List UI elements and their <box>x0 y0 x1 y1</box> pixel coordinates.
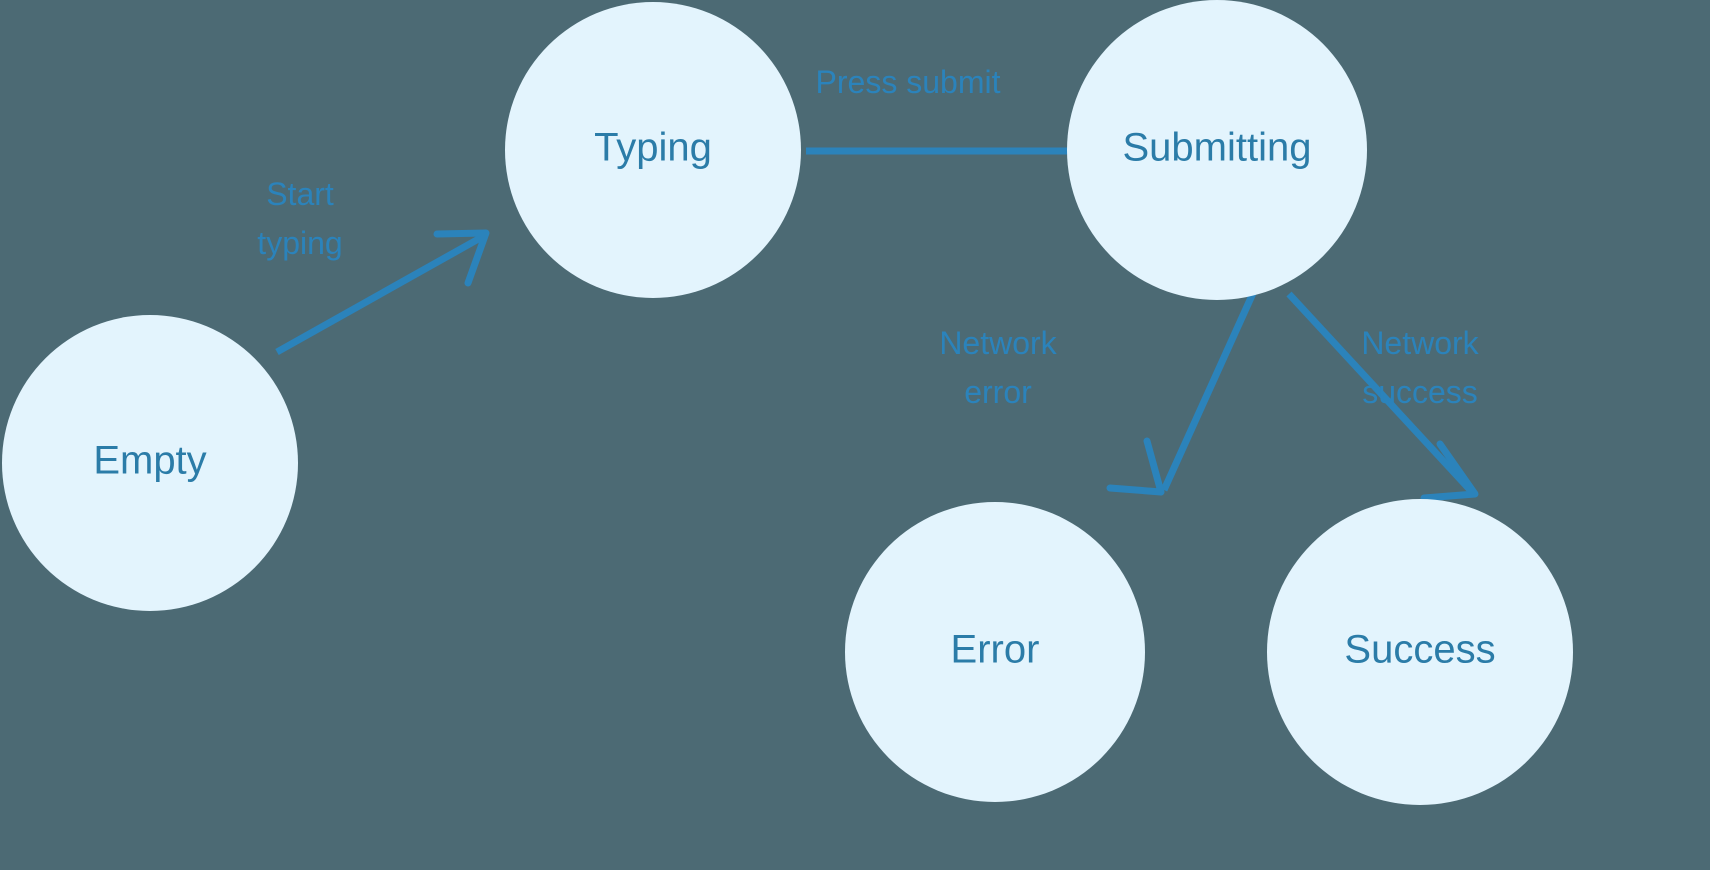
edge-line-empty-to-typing <box>275 233 484 356</box>
edge-label-submitting-to-error: Network error <box>939 325 1057 410</box>
state-node-error[interactable]: Error <box>845 502 1145 802</box>
arrowhead-submitting-to-error <box>1106 437 1165 496</box>
state-label-empty: Empty <box>93 439 206 483</box>
arrowhead-empty-to-typing <box>433 229 490 287</box>
edge-label-line-1: Start <box>266 176 334 212</box>
state-label-typing: Typing <box>594 126 712 170</box>
state-circle-typing <box>505 2 801 298</box>
edge-label-line-1: Network <box>939 325 1057 361</box>
edge-label-typing-to-submitting: Press submit <box>816 64 1001 100</box>
state-node-submitting[interactable]: Submitting <box>1067 0 1367 300</box>
edge-label-empty-to-typing: Start typing <box>257 176 342 261</box>
edge-submitting-to-error[interactable] <box>1106 289 1258 496</box>
state-circle-submitting <box>1067 0 1367 300</box>
edge-line-submitting-to-success <box>1286 291 1475 495</box>
arrowhead-submitting-to-success <box>1420 440 1479 502</box>
edge-label-line-1: Press submit <box>816 64 1001 100</box>
edge-line-submitting-to-error <box>1160 289 1258 492</box>
edge-label-line-2: error <box>964 374 1032 410</box>
state-label-error: Error <box>951 628 1040 672</box>
edge-label-submitting-to-success: Network success <box>1361 325 1479 410</box>
edge-submitting-to-success[interactable] <box>1286 291 1479 502</box>
edge-label-line-2: success <box>1362 374 1478 410</box>
state-node-empty[interactable]: Empty <box>2 315 298 611</box>
state-node-success[interactable]: Success <box>1267 499 1573 805</box>
state-circle-success <box>1267 499 1573 805</box>
edge-label-line-1: Network <box>1361 325 1479 361</box>
state-circle-error <box>845 502 1145 802</box>
state-node-typing[interactable]: Typing <box>505 2 801 298</box>
state-circle-empty <box>2 315 298 611</box>
edge-empty-to-typing[interactable] <box>275 229 490 356</box>
state-label-success: Success <box>1344 628 1495 672</box>
edge-label-line-2: typing <box>257 225 342 261</box>
state-label-submitting: Submitting <box>1123 126 1312 170</box>
